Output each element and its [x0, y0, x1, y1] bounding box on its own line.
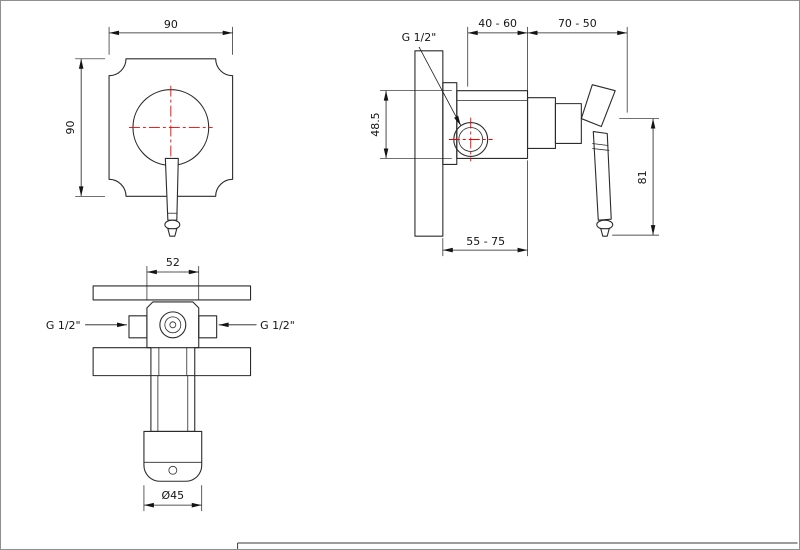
dim-side-inlet-height: 48.5	[369, 90, 452, 159]
plate-edge-top-bar	[92, 285, 252, 301]
valve-block	[146, 301, 200, 349]
side-view: G 1/2" 40 - 60 70 - 50 48.5 81 55 - 75	[369, 17, 660, 257]
dim-front-width: 90	[108, 18, 233, 55]
dim-side-inlet-height-label: 48.5	[369, 112, 382, 136]
dim-side-projection-range: 70 - 50	[527, 17, 628, 113]
dim-front-width-extensions	[108, 26, 233, 55]
title-block-edge	[237, 542, 798, 549]
side-port-callout: G 1/2"	[402, 31, 462, 126]
dim-front-height-label: 90	[64, 121, 77, 135]
cartridge-neck	[526, 97, 556, 150]
dim-side-body-depth-extensions	[442, 160, 528, 257]
dim-side-depth-range: 40 - 60	[467, 17, 528, 95]
cartridge-circle-mid	[164, 316, 182, 334]
bottom-port-callout-left: G 1/2"	[46, 319, 127, 332]
bottom-port-label-right: G 1/2"	[260, 319, 295, 332]
side-port-leader	[418, 46, 462, 126]
cartridge-collar	[554, 103, 582, 145]
bottom-view: 52 G 1/2" G 1/2" Ø45	[46, 256, 295, 512]
front-handle-knob	[164, 219, 181, 230]
side-centerlines	[448, 117, 493, 162]
front-handle-lever	[164, 157, 179, 221]
dim-front-height: 90	[64, 58, 106, 197]
side-handle-rings	[592, 143, 610, 151]
dim-side-body-depth-label: 55 - 75	[466, 235, 505, 248]
bottom-port-label-left: G 1/2"	[46, 319, 81, 332]
escutcheon-plate-outline	[108, 58, 234, 197]
bottom-port-callout-right: G 1/2"	[218, 319, 295, 332]
cartridge-circle-outer	[159, 311, 187, 339]
side-handle-shaft	[592, 130, 612, 221]
dim-side-inlet-height-extensions	[380, 90, 452, 159]
port-stub-right	[198, 315, 218, 339]
dim-side-handle-length: 81	[612, 118, 660, 236]
dim-bottom-body-width-label: 52	[166, 256, 180, 269]
spout-cap	[143, 430, 203, 482]
bracket-bar-left	[92, 347, 152, 377]
bracket-bar-right	[194, 347, 252, 377]
side-handle-knob	[596, 219, 614, 230]
dim-side-projection-label: 70 - 50	[558, 17, 597, 30]
dim-bottom-body-width-extensions	[146, 266, 200, 300]
dim-side-handle-length-label: 81	[636, 170, 649, 184]
cartridge-circle-inner	[169, 321, 177, 329]
side-port-label: G 1/2"	[402, 31, 437, 44]
wall-plate-side	[414, 50, 444, 237]
dim-side-depth-extensions	[467, 26, 528, 95]
body-column-lines	[158, 347, 188, 376]
dim-bottom-diameter-label: Ø45	[162, 489, 185, 502]
spout-screw	[168, 465, 178, 475]
front-view: 90 90	[64, 18, 234, 237]
dim-front-width-label: 90	[164, 18, 178, 31]
port-stub-left	[128, 315, 148, 339]
handle-pivot	[580, 84, 616, 128]
dim-front-height-extensions	[75, 58, 106, 197]
dim-bottom-diameter: Ø45	[143, 485, 203, 512]
dim-side-depth-label: 40 - 60	[478, 17, 517, 30]
sheet-frame	[237, 542, 798, 549]
front-centerlines	[128, 85, 213, 170]
dim-bottom-body-width: 52	[146, 256, 200, 300]
side-handle-tip	[600, 228, 610, 237]
lower-body-inner-lines	[157, 375, 189, 432]
front-handle-tip	[167, 228, 178, 237]
dim-side-body-depth-range: 55 - 75	[442, 160, 528, 257]
